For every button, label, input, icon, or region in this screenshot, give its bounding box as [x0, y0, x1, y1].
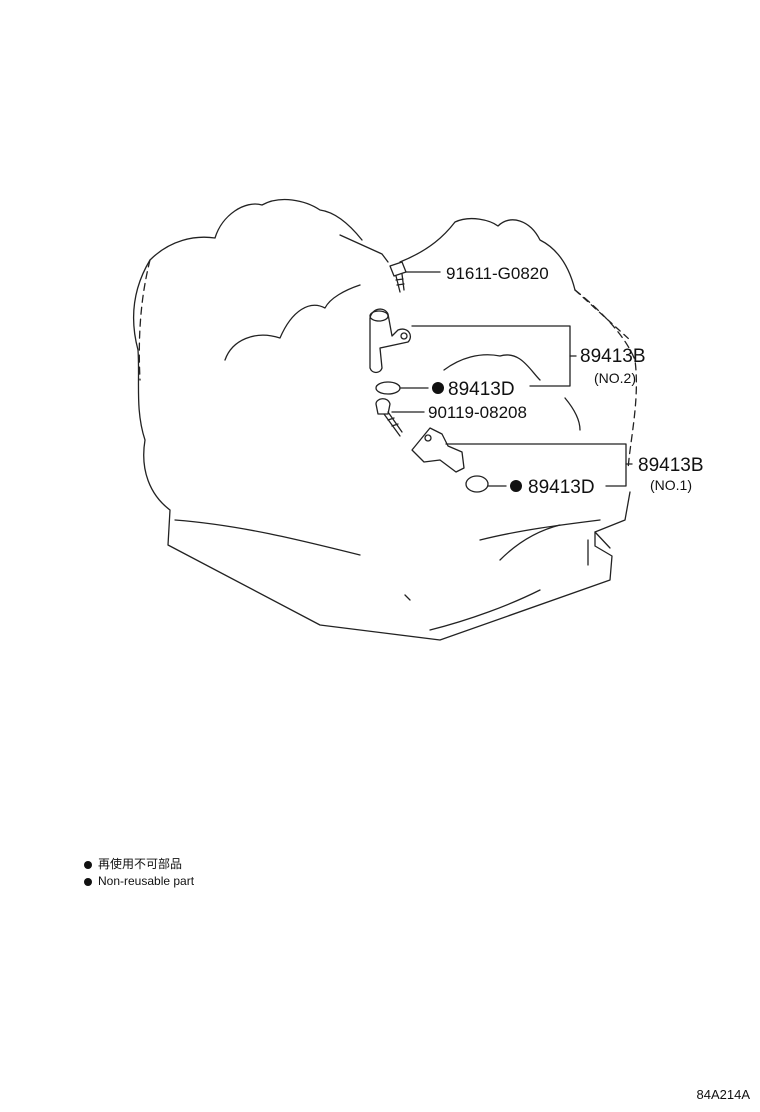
- label-bolt-top: 91611-G0820: [446, 264, 549, 283]
- label-sensor-no2-part: 89413B: [580, 346, 646, 367]
- label-sensor-no1-sub: (NO.1): [650, 477, 692, 493]
- legend-en-text: Non-reusable part: [98, 874, 195, 888]
- label-bolt-mid: 90119-08208: [428, 403, 527, 422]
- oring-no1-icon: [465, 475, 489, 493]
- legend-en: Non-reusable part: [84, 874, 194, 888]
- sensor-no2-icon: [369, 308, 412, 374]
- diagram-code: 84A214A: [696, 1087, 751, 1102]
- non-reusable-marker-no2: [432, 382, 444, 394]
- sensor-no1-icon: [411, 427, 465, 473]
- leader-dashed-top: [574, 289, 631, 341]
- housing-inner-curve-3: [443, 354, 541, 381]
- label-sensor-no1-part: 89413B: [638, 455, 704, 476]
- housing-inner-curve-2: [339, 234, 389, 263]
- leader-sensor-no2: [411, 325, 571, 387]
- housing-right-side: [574, 289, 638, 471]
- housing-vert-tab: [587, 531, 611, 566]
- housing-lower-curve: [429, 524, 561, 631]
- leader-sensor-no1: [445, 443, 627, 487]
- bolt-top-icon: [389, 261, 407, 293]
- housing-inner-curve-1: [224, 284, 361, 361]
- legend-jp-text: 再使用不可部品: [98, 857, 183, 871]
- oring-no2-icon: [375, 381, 401, 395]
- label-sensor-no2-sub: (NO.2): [594, 370, 636, 386]
- legend-jp: 再使用不可部品: [84, 855, 182, 872]
- housing-left-dashed: [138, 259, 151, 381]
- housing-outline: [132, 198, 631, 641]
- non-reusable-marker-no1: [510, 480, 522, 492]
- non-reusable-dot-icon: [84, 877, 92, 886]
- bolt-mid-icon: [375, 398, 403, 437]
- non-reusable-dot-icon: [84, 860, 92, 869]
- housing-bottom-lines: [174, 519, 601, 601]
- housing-inner-curve-4: [564, 397, 581, 431]
- label-oring-no2: 89413D: [448, 379, 515, 400]
- label-oring-no1: 89413D: [528, 477, 595, 498]
- housing-top-right: [399, 217, 576, 291]
